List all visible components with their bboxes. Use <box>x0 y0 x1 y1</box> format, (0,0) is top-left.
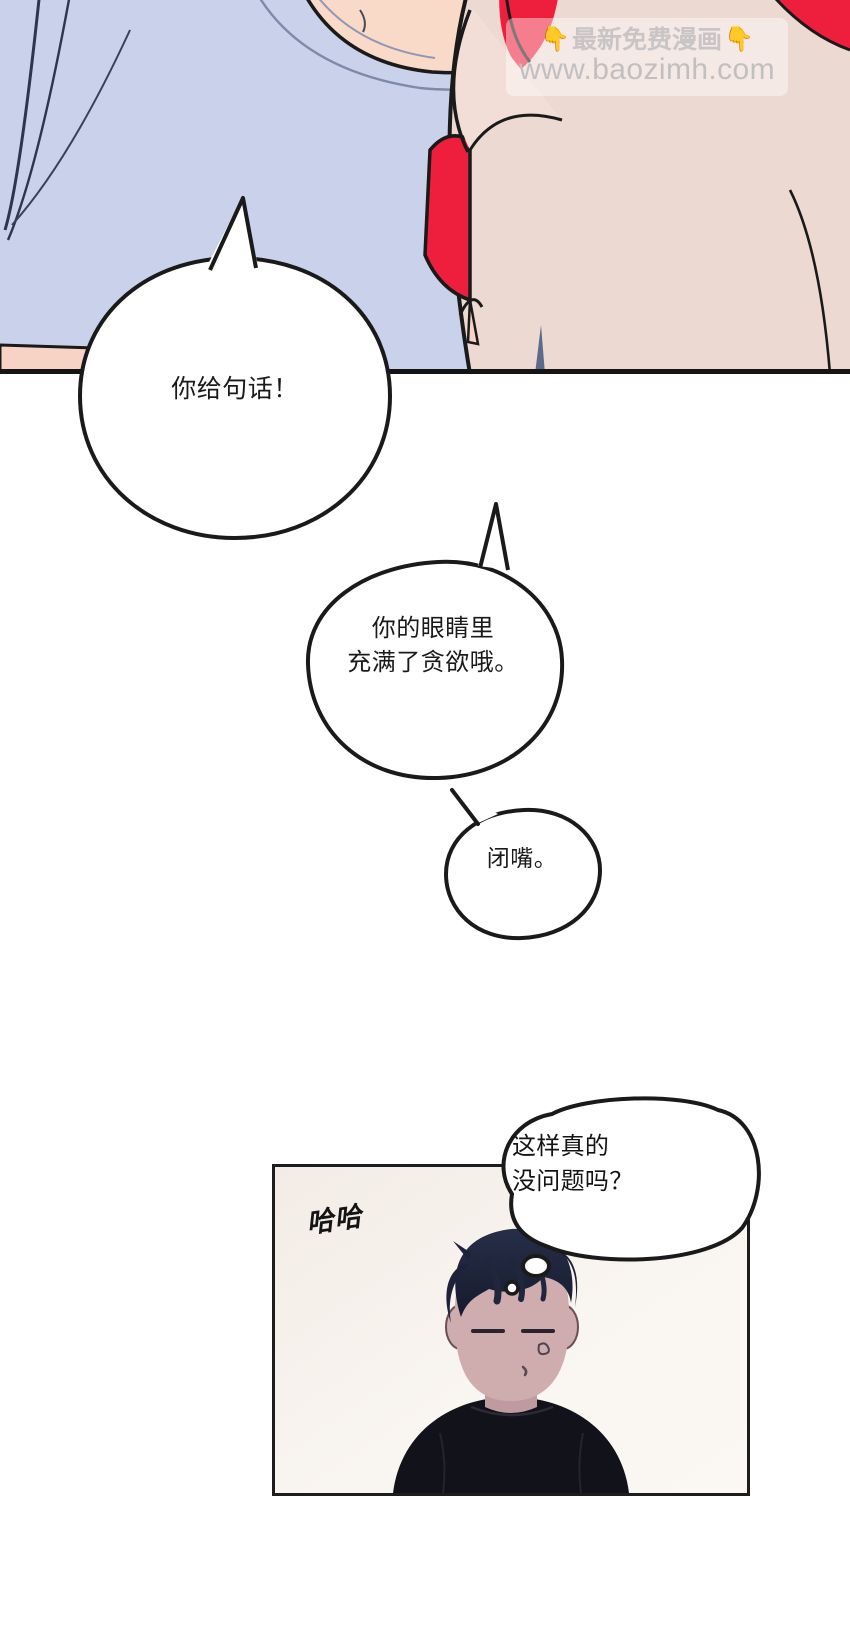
speech-bubble-first-shape <box>77 196 393 541</box>
lower-story-panel: 哈哈 这样真的 没问题吗？ <box>256 1096 761 1496</box>
thought-bubble-text: 这样真的 没问题吗？ <box>512 1133 634 1195</box>
speech-bubble-third-shape <box>443 788 603 941</box>
sfx-laugh-text: 哈哈 <box>304 1201 365 1239</box>
upper-artwork-illustration <box>0 0 850 374</box>
thought-bubble: 这样真的 没问题吗？ <box>474 1096 764 1298</box>
speech-bubble-third: 闭嘴。 <box>432 788 612 945</box>
speech-bubble-second: 你的眼睛里 充满了贪欲哦。 <box>288 500 578 790</box>
speech-bubble-second-shape <box>305 502 565 781</box>
thought-bubble-shape <box>501 1096 761 1296</box>
speech-bubble-second-text: 你的眼睛里 充满了贪欲哦。 <box>347 615 519 677</box>
speech-bubble-first-text: 你给句话！ <box>171 375 299 403</box>
speech-bubble-first: 你给句话！ <box>60 196 410 556</box>
speech-bubble-third-text: 闭嘴。 <box>486 845 558 871</box>
